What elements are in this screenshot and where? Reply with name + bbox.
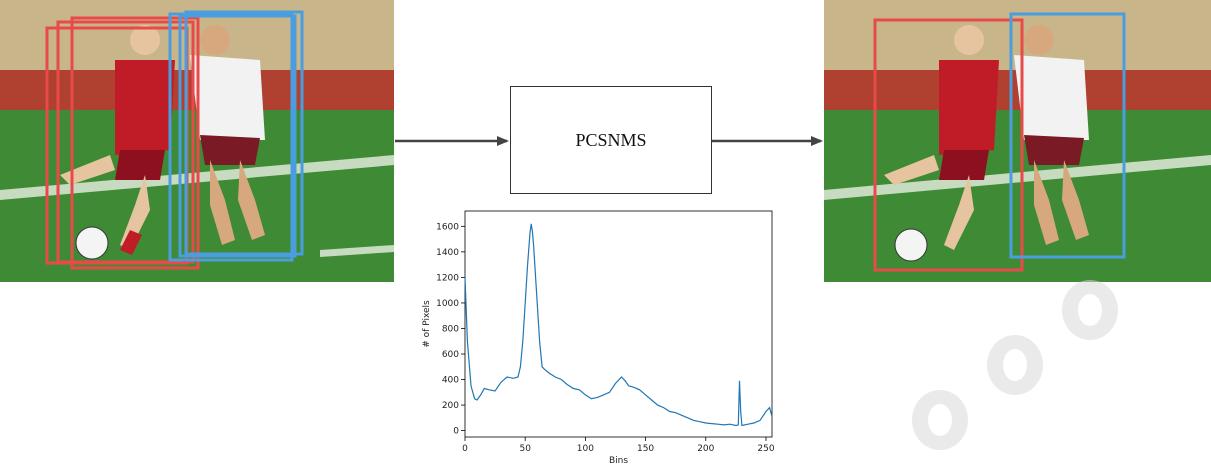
y-tick-label: 800 [442, 324, 459, 334]
plot-frame [464, 210, 773, 438]
x-tick-label: 50 [519, 444, 531, 454]
x-tick-label: 150 [637, 444, 654, 454]
y-tick-label: 1600 [436, 222, 459, 232]
red-detection-box-2 [56, 20, 195, 264]
field-line [824, 155, 1211, 200]
left-box-group [45, 10, 304, 270]
x-axis-label: Bins [609, 456, 628, 466]
input-photo-svg [0, 0, 394, 282]
histogram-series-line [464, 223, 773, 427]
pcsnms-label: PCSNMS [575, 129, 647, 150]
y-tick-label: 1400 [436, 248, 459, 258]
red-detection-box [873, 18, 1024, 272]
x-tick-label: 0 [462, 444, 468, 454]
blue-detection-box-1 [168, 12, 294, 262]
right-box-group [873, 12, 1126, 272]
x-tick-label: 250 [757, 444, 774, 454]
y-tick-label: 0 [453, 427, 459, 437]
output-detection-image [824, 0, 1211, 282]
blue-detection-box-2 [178, 14, 297, 258]
y-tick-label: 400 [442, 376, 459, 386]
field-line-2 [320, 245, 394, 257]
x-tick-label: 100 [577, 444, 594, 454]
y-tick-label: 1200 [436, 273, 459, 283]
blue-detection-box [1009, 12, 1126, 259]
pcsnms-process-box: PCSNMS [510, 86, 712, 194]
player-white [1014, 25, 1089, 245]
input-detection-image [0, 0, 394, 282]
output-photo-svg [824, 0, 1211, 282]
red-detection-box-3 [70, 16, 200, 270]
histogram-chart: 0 50 100 150 200 250 0 200 400 600 800 1000 1200 1400… [422, 210, 775, 466]
soccer-ball [894, 228, 928, 262]
blue-detection-box-3 [184, 10, 304, 256]
x-tick-label: 200 [697, 444, 714, 454]
y-tick-label: 1000 [436, 299, 459, 309]
y-tick-label: 200 [442, 401, 459, 411]
player-white [190, 25, 265, 245]
grass-field [824, 110, 1211, 282]
y-tick-label: 600 [442, 350, 459, 360]
player-red [884, 25, 999, 250]
y-axis-label: # of Pixels [422, 300, 432, 348]
player-red [60, 25, 175, 255]
soccer-ball [75, 226, 109, 260]
